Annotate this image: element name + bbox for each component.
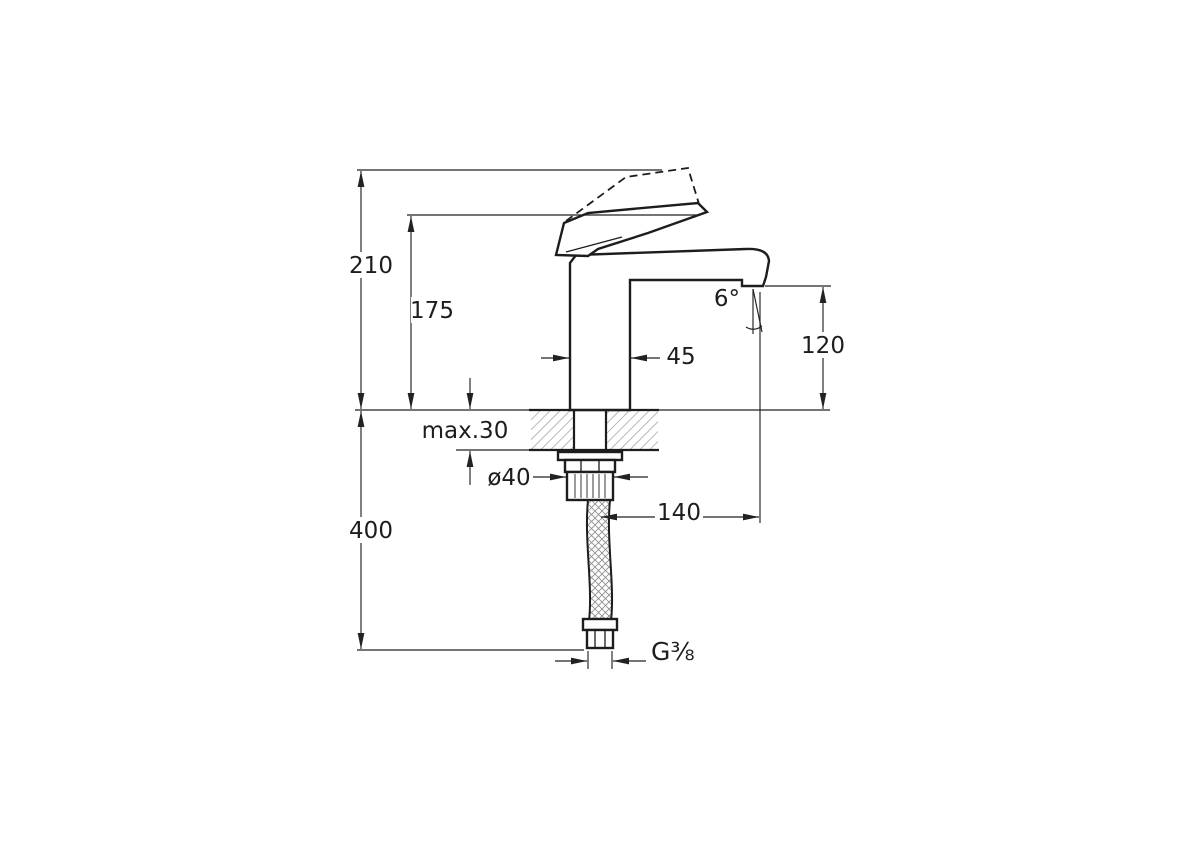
counter-deck-section [355, 408, 830, 452]
faucet-silhouette [554, 166, 771, 412]
faucet-lever-handle [554, 201, 710, 258]
dim-210: 210 [349, 169, 662, 409]
counter-hatch-left [531, 411, 574, 449]
dim-45-label: 45 [666, 344, 695, 370]
dim-175-label: 175 [410, 298, 454, 324]
ferrule-ribs [574, 474, 606, 498]
dim-45: 45 [541, 344, 696, 370]
braided-hose [585, 499, 614, 622]
dim-175-label-bg [411, 297, 453, 323]
dim-max30-label: max.30 [422, 418, 509, 444]
faucet-body-and-spout [568, 247, 771, 412]
mounting-nut [563, 458, 617, 474]
dim-120-label: 120 [801, 333, 845, 359]
dim-d40-label: ø40 [487, 465, 530, 491]
dim-thread: G⅜ [555, 637, 695, 669]
angle-arc [745, 325, 763, 330]
dim-210-label-bg [350, 252, 392, 278]
hose-end-hex-nut [585, 628, 615, 650]
dim-120: 120 [765, 285, 845, 409]
mounting-hardware [556, 450, 624, 502]
dim-140-label: 140 [657, 500, 701, 526]
dim-175: 175 [407, 214, 697, 409]
flexible-supply-hose [581, 499, 619, 650]
dim-max30: max.30 [422, 378, 509, 485]
dim-spout-angle: 6° [714, 286, 763, 334]
dim-140: 140 [601, 292, 761, 526]
dim-400-label: 400 [349, 518, 393, 544]
handle-raised-position-dashed [565, 166, 700, 222]
dim-hole-diameter: ø40 [487, 465, 648, 491]
dim-140-label-bg [655, 500, 703, 524]
angle-label: 6° [714, 286, 740, 312]
counter-hatch-right [606, 411, 658, 449]
mounting-washer [556, 450, 624, 462]
handle-seam-line [565, 236, 623, 253]
dim-210-label: 210 [349, 253, 393, 279]
angle-tilted-leg [752, 288, 763, 333]
dim-400: 400 [349, 411, 584, 651]
dim-400-label-bg [350, 517, 392, 543]
hose-ferrule-block [565, 470, 615, 502]
dim-120-label-bg [801, 332, 845, 358]
dim-g38-label: G⅜ [651, 637, 695, 666]
hose-end-collar [581, 617, 619, 632]
